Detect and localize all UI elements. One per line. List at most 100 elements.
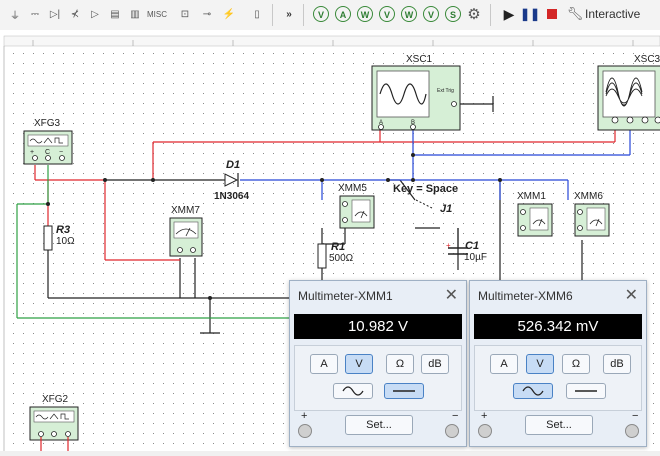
rf-component-icon[interactable]: ▯ (254, 8, 260, 20)
plus-terminal[interactable] (478, 424, 492, 438)
sine-wave-icon (342, 386, 364, 396)
pause-icon[interactable]: ❚❚ (519, 7, 541, 21)
interactive-mode-label[interactable]: Interactive (585, 7, 641, 21)
junction-dots (46, 153, 502, 300)
toolbar-separator (272, 4, 273, 26)
wattmeter-probe-icon[interactable]: W (357, 6, 373, 22)
svg-text:B: B (411, 120, 415, 126)
function-generator-xfg3[interactable]: XFG3 + C − (23, 118, 73, 165)
diode-d1[interactable]: D1 1N3064 (214, 159, 249, 202)
xmm7-label: XMM7 (171, 205, 200, 216)
d1-value: 1N3064 (214, 191, 249, 202)
window-title[interactable]: Multimeter-XMM1 (298, 289, 393, 303)
ammeter-mode-button[interactable]: A (490, 354, 518, 374)
svg-text:+: + (446, 241, 451, 250)
stop-icon[interactable] (541, 3, 563, 25)
sine-wave-icon (522, 386, 544, 396)
interactive-wrench-icon[interactable]: 🔧︎ (566, 6, 584, 21)
multimeter-xmm7-symbol[interactable]: XMM7 (169, 205, 203, 257)
multimeter-xmm6-window[interactable]: Multimeter-XMM6 ✕ 526.342 mV A V Ω dB + … (469, 280, 647, 447)
indicator-component-icon[interactable]: ⊸ (202, 8, 212, 20)
source-component-icon[interactable]: ⏚ (10, 10, 20, 22)
cmos-component-icon[interactable]: ▥ (130, 8, 140, 20)
function-generator-xfg2[interactable]: XFG2 (29, 394, 79, 451)
voltmeter-probe-icon[interactable]: V (313, 6, 329, 22)
svg-text:−: − (59, 149, 63, 156)
xsc1-label: XSC1 (406, 54, 433, 65)
d1-ref: D1 (226, 159, 240, 171)
run-icon[interactable]: ▶ (503, 5, 515, 22)
settings-gear-icon[interactable]: ⚙ (467, 6, 481, 23)
r3-value: 10Ω (56, 236, 75, 247)
mixed-component-icon[interactable]: ⊡ (180, 8, 190, 20)
schematic-canvas[interactable]: XFG3 + C − XFG2 XSC1 Ext Trig A B XSC3 (0, 30, 660, 451)
voltmeter-mode-button[interactable]: V (345, 354, 373, 374)
xsc1-ext-trig-label: Ext Trig (437, 88, 454, 94)
reading-display: 526.342 mV (474, 314, 642, 339)
ohmmeter-mode-button[interactable]: Ω (386, 354, 414, 374)
minus-terminal-label: − (452, 410, 459, 422)
capacitor-c1[interactable]: + C1 10µF (446, 228, 487, 263)
xfg3-label: XFG3 (34, 118, 61, 129)
toolbar-separator (490, 4, 491, 26)
svg-text:+: + (30, 149, 34, 156)
dc-mode-button[interactable] (566, 383, 606, 399)
minus-terminal[interactable] (625, 424, 639, 438)
more-chevron-icon[interactable]: » (286, 8, 292, 20)
r1-value: 500Ω (329, 253, 354, 264)
misc-component-icon[interactable]: MISC (147, 9, 167, 19)
plus-terminal-label: + (481, 410, 488, 422)
voltmeter-mode-button[interactable]: V (526, 354, 554, 374)
multimeter-xmm5-symbol[interactable]: XMM5 (338, 183, 375, 229)
switch-j1[interactable]: Key = Space J1 (393, 183, 458, 215)
plus-terminal-label: + (301, 410, 308, 422)
close-icon[interactable]: ✕ (624, 287, 638, 304)
resistor-r1[interactable]: R1 500Ω (317, 241, 354, 269)
minus-terminal-label: − (632, 410, 639, 422)
dc-mode-button[interactable] (384, 383, 424, 399)
minus-terminal[interactable] (445, 424, 459, 438)
j1-key-label: Key = Space (393, 183, 458, 195)
diode-component-icon[interactable]: ▷| (49, 8, 61, 20)
top-ruler (3, 35, 660, 47)
multimeter-xmm6-symbol[interactable]: XMM6 (574, 191, 610, 237)
oscilloscope-xsc1[interactable]: XSC1 Ext Trig A B (371, 54, 461, 131)
plus-terminal[interactable] (298, 424, 312, 438)
analog-component-icon[interactable]: ▷ (91, 8, 99, 20)
ammeter-probe-icon[interactable]: A (335, 6, 351, 22)
ttl-component-icon[interactable]: ▤ (110, 8, 120, 20)
decibel-mode-button[interactable]: dB (603, 354, 631, 374)
ac-mode-button[interactable] (513, 383, 553, 399)
svg-text:A: A (379, 120, 383, 126)
ammeter-mode-button[interactable]: A (310, 354, 338, 374)
xmm5-label: XMM5 (338, 183, 367, 194)
differential-voltage-probe-icon[interactable]: V (379, 6, 395, 22)
ohmmeter-mode-button[interactable]: Ω (562, 354, 590, 374)
window-title[interactable]: Multimeter-XMM6 (478, 289, 573, 303)
j1-ref: J1 (440, 203, 452, 215)
c1-value: 10µF (464, 252, 487, 263)
oscilloscope-xsc3[interactable]: XSC3 (597, 54, 660, 131)
set-button[interactable]: Set... (345, 415, 413, 435)
current-probe-icon[interactable]: S (445, 6, 461, 22)
ac-mode-button[interactable] (333, 383, 373, 399)
c1-ref: C1 (465, 240, 479, 252)
set-button[interactable]: Set... (525, 415, 593, 435)
power-probe-icon[interactable]: W (401, 6, 417, 22)
resistor-r3[interactable]: R3 10Ω (43, 224, 75, 251)
toolbar-separator (303, 4, 304, 26)
multimeter-xmm1-window[interactable]: Multimeter-XMM1 ✕ 10.982 V A V Ω dB + − … (289, 280, 467, 447)
reference-probe-icon[interactable]: V (423, 6, 439, 22)
xfg2-label: XFG2 (42, 394, 69, 405)
power-component-icon[interactable]: ⚡ (222, 8, 236, 20)
xmm1-label: XMM1 (517, 191, 546, 202)
close-icon[interactable]: ✕ (444, 287, 458, 304)
svg-text:C: C (45, 149, 50, 156)
blue-wires (240, 130, 631, 200)
transistor-component-icon[interactable]: ⊀ (70, 8, 80, 20)
decibel-mode-button[interactable]: dB (421, 354, 449, 374)
xsc3-label: XSC3 (634, 54, 660, 65)
dc-line-icon (575, 390, 597, 392)
basic-component-icon[interactable]: ⎓ (31, 8, 39, 20)
multimeter-xmm1-symbol[interactable]: XMM1 (517, 191, 553, 237)
